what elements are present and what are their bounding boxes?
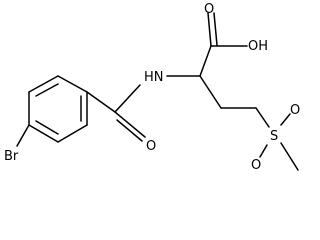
oh-label: OH	[248, 39, 268, 54]
ring-double-bond	[35, 83, 59, 97]
ring-bond	[57, 75, 88, 93]
alpha-ch2-bond	[199, 75, 222, 109]
amide-cn-bond	[114, 84, 141, 113]
ch2-s-bond	[255, 107, 270, 128]
ring-carbonyl-bond	[86, 91, 116, 113]
acid-o-label: O	[204, 2, 214, 17]
amide-o-label: O	[146, 139, 156, 154]
sulfonyl-o1-label: O	[290, 103, 300, 118]
ring-bond	[57, 124, 88, 143]
sulfonyl-o2-label: O	[251, 158, 261, 173]
ring-bond	[28, 124, 59, 143]
bond-lines	[16, 12, 299, 171]
amide-co-bond	[114, 111, 146, 138]
sulfur-label: S	[270, 129, 278, 144]
nh-label: HN	[144, 70, 164, 85]
br-bond	[16, 124, 30, 147]
ring-bond	[28, 75, 59, 93]
acid-co-bond	[207, 12, 212, 47]
s-o-bond-up	[280, 113, 291, 126]
chemical-structure: OH HN O O S O O Br	[4, 2, 300, 173]
amide-co-double-bond	[116, 119, 143, 142]
acid-co-double-bond	[213, 12, 218, 46]
atom-labels: OH HN O O S O O Br	[4, 2, 300, 173]
ring-double-bond	[35, 120, 59, 135]
bromine-label: Br	[4, 149, 19, 164]
s-methyl-bond	[280, 142, 299, 171]
alpha-acid-bond	[199, 45, 212, 77]
s-o-bond-down	[259, 144, 268, 158]
